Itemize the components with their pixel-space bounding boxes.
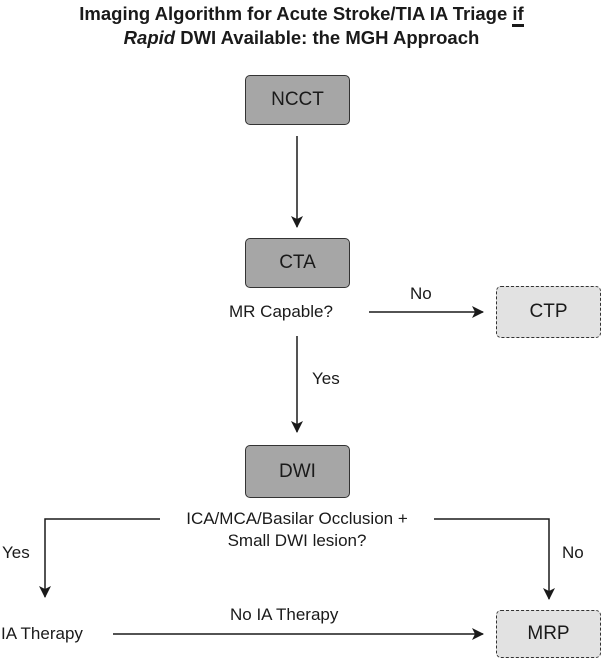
decision-occlusion: ICA/MCA/Basilar Occlusion + Small DWI le… [160, 508, 434, 552]
node-label: DWI [279, 460, 316, 482]
node-mrp: MRP [496, 610, 601, 658]
node-label: NCCT [271, 89, 324, 110]
node-ncct: NCCT [245, 75, 350, 125]
title-emphasis: if [512, 3, 524, 27]
decision-mr-capable: MR Capable? [229, 302, 333, 321]
title-italic: Rapid [123, 27, 176, 48]
edge-label-occ-no: No [562, 543, 584, 562]
node-label: MRP [527, 623, 570, 644]
edge-label-no-ia-therapy: No IA Therapy [230, 605, 339, 624]
node-ctp: CTP [496, 286, 601, 338]
node-dwi: DWI [245, 445, 350, 498]
edge-label-mr-no: No [410, 284, 432, 303]
node-label: CTP [529, 301, 568, 322]
outcome-ia-therapy: IA Therapy [1, 624, 83, 643]
title-text: Imaging Algorithm for Acute Stroke/TIA I… [79, 3, 513, 24]
title-text-2: DWI Available: the MGH Approach [175, 27, 480, 48]
edge-label-mr-yes: Yes [312, 369, 340, 388]
decision-occlusion-line-1: ICA/MCA/Basilar Occlusion + [186, 509, 408, 528]
arrow-occ-no-to-mrp [434, 518, 555, 600]
decision-occlusion-line-2: Small DWI lesion? [227, 531, 367, 550]
node-cta: CTA [245, 238, 350, 288]
arrow-occ-yes-to-ia [39, 518, 160, 598]
diagram-title-line-2: Rapid DWI Available: the MGH Approach [0, 26, 603, 50]
node-label: CTA [279, 252, 316, 273]
edge-label-occ-yes: Yes [2, 543, 30, 562]
diagram-title-line-1: Imaging Algorithm for Acute Stroke/TIA I… [0, 2, 603, 27]
